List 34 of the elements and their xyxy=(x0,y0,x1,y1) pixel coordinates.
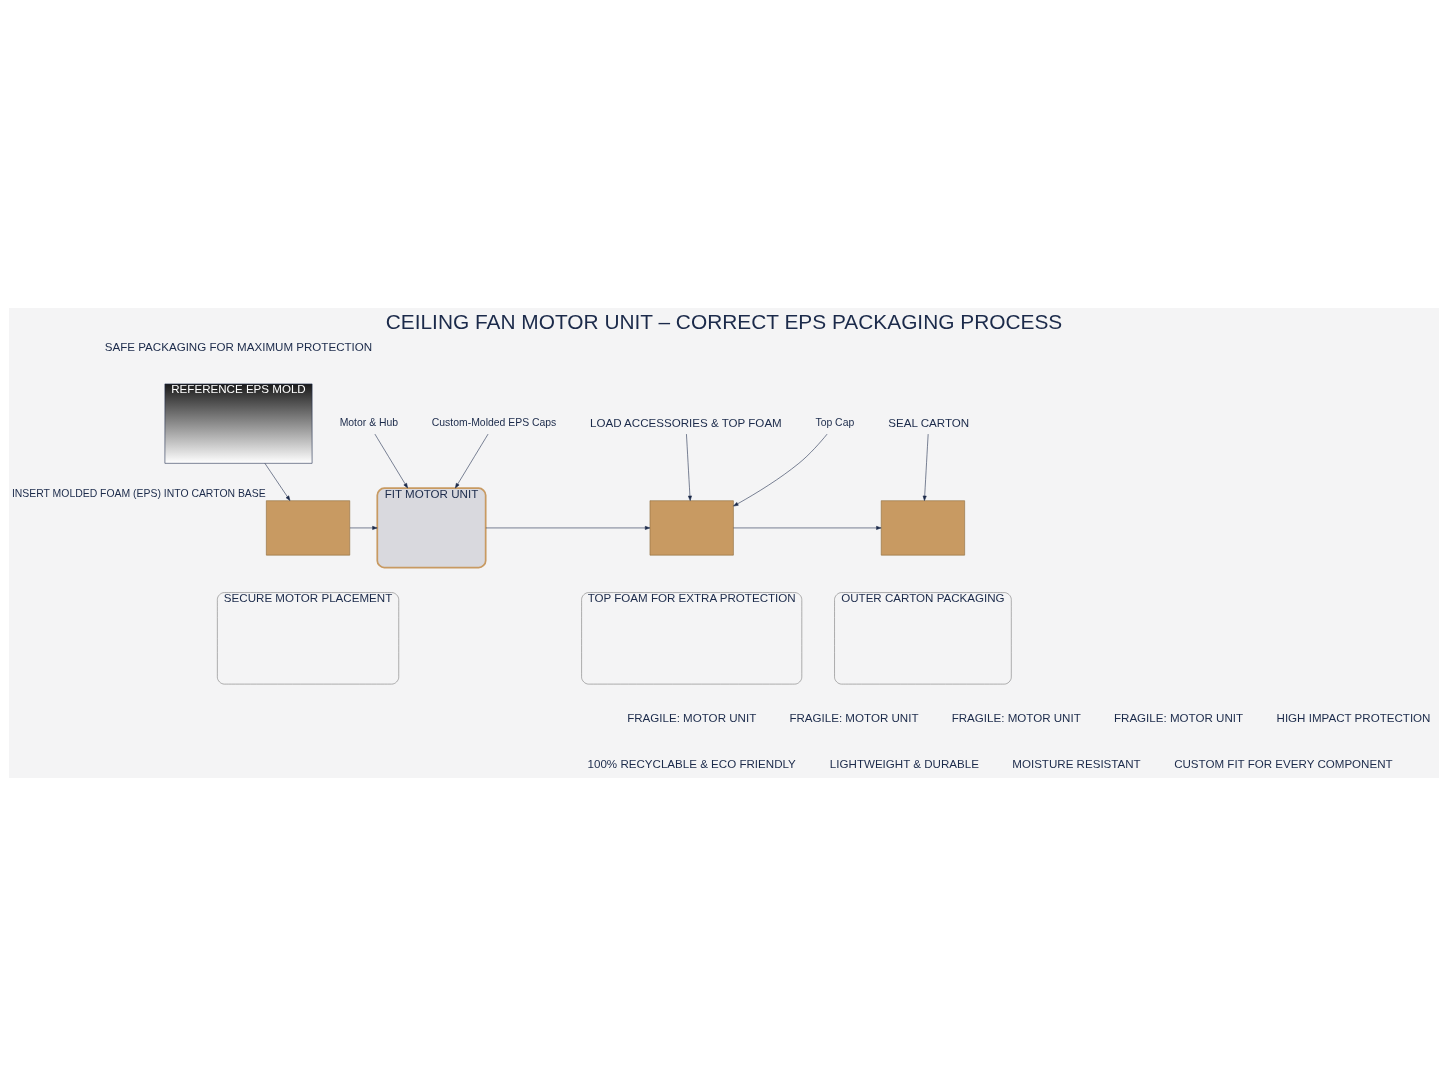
label: FRAGILE: MOTOR UNIT xyxy=(951,712,1081,725)
arrow xyxy=(733,526,882,530)
node-box xyxy=(649,500,734,556)
node-text: SEAL CARTON xyxy=(888,416,970,429)
label: HIGH IMPACT PROTECTION xyxy=(1276,712,1431,725)
node-box: TOP FOAM FOR EXTRA PROTECTION xyxy=(581,592,803,685)
label: FRAGILE: MOTOR UNIT xyxy=(789,712,919,725)
node-text: LOAD ACCESSORIES & TOP FOAM xyxy=(590,416,782,429)
arrow xyxy=(455,433,489,489)
label: SAFE PACKAGING FOR MAXIMUM PROTECTION xyxy=(104,341,373,354)
node-box: OUTER CARTON PACKAGING xyxy=(834,592,1012,685)
node-text: Top Cap xyxy=(815,417,855,429)
node-text: Custom-Molded EPS Caps xyxy=(431,417,557,429)
diagram-title: CEILING FAN MOTOR UNIT – CORRECT EPS PACKAGING PROCESS xyxy=(385,310,1063,334)
arrow xyxy=(349,526,378,530)
arrow xyxy=(922,433,929,501)
node-box: FIT MOTOR UNIT xyxy=(376,487,487,569)
label: CUSTOM FIT FOR EVERY COMPONENT xyxy=(1174,758,1393,771)
label: FRAGILE: MOTOR UNIT xyxy=(627,712,757,725)
label: MOISTURE RESISTANT xyxy=(1012,758,1141,771)
node-box: REFERENCE EPS MOLD xyxy=(164,383,313,464)
node-box xyxy=(880,500,965,556)
label: FRAGILE: MOTOR UNIT xyxy=(1113,712,1244,725)
arrow xyxy=(733,433,828,507)
arrow xyxy=(374,433,408,489)
node-label: INSERT MOLDED FOAM (EPS) INTO CARTON BASE xyxy=(11,488,266,500)
node-text: Motor & Hub xyxy=(339,417,399,429)
label: 100% RECYCLABLE & ECO FRIENDLY xyxy=(587,758,796,771)
arrow xyxy=(485,526,651,530)
arrow xyxy=(264,463,291,501)
node-box: SECURE MOTOR PLACEMENT xyxy=(217,592,400,685)
arrow xyxy=(686,433,692,501)
node-box xyxy=(266,500,351,556)
label: LIGHTWEIGHT & DURABLE xyxy=(829,758,979,771)
